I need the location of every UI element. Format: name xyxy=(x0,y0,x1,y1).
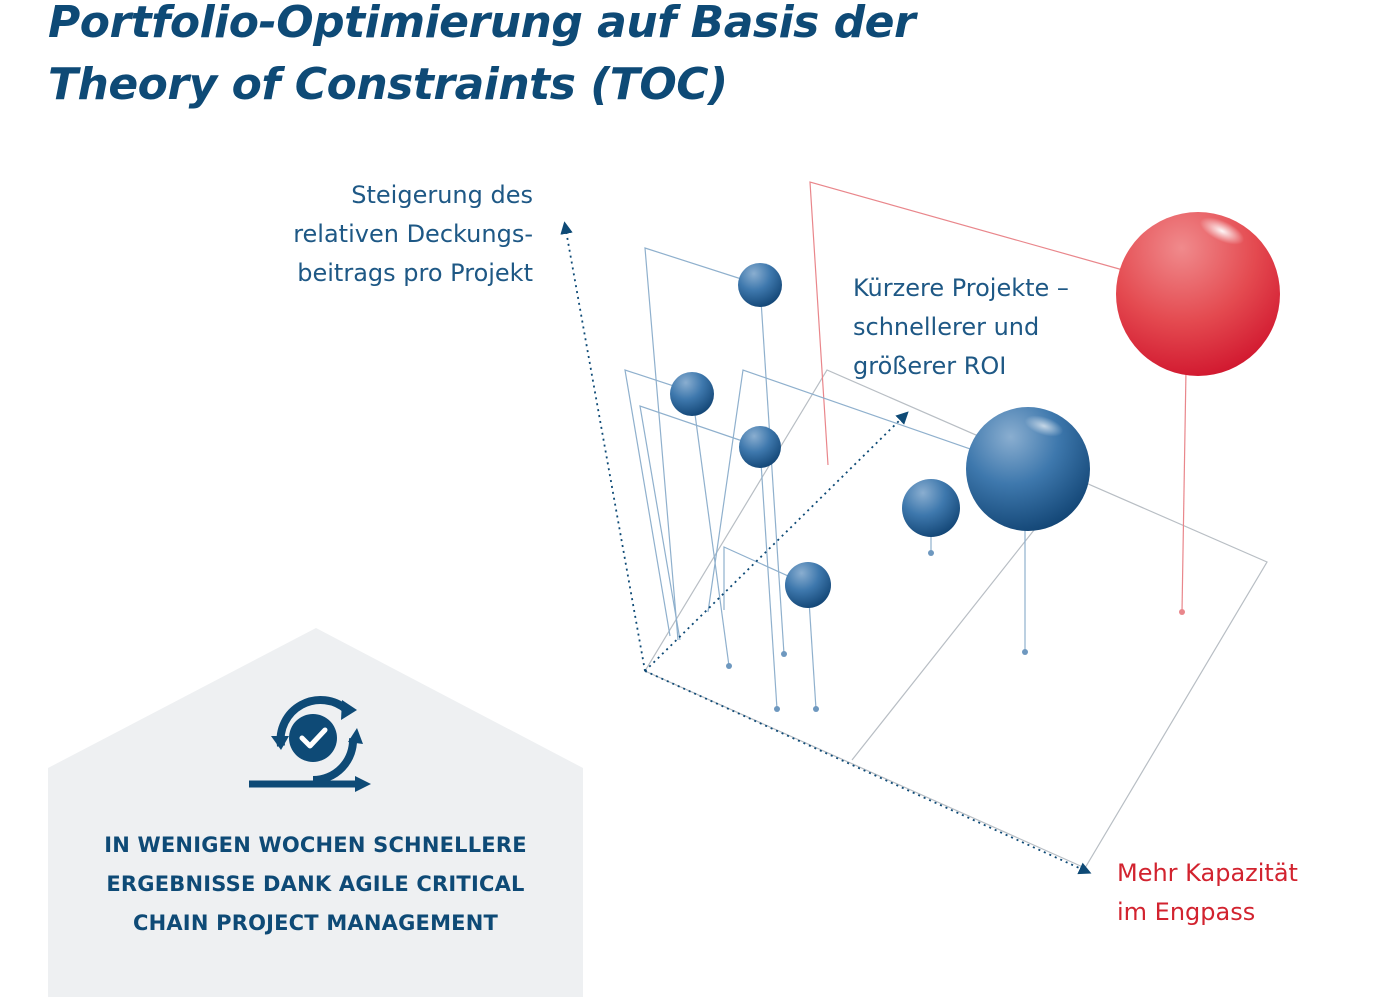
project-bubbles xyxy=(670,212,1280,608)
project-bubble xyxy=(670,372,714,416)
bubble-highlight xyxy=(1024,415,1064,437)
title-line-1: Portfolio-Optimierung auf Basis der xyxy=(48,0,916,48)
agile-cycle-check-icon xyxy=(249,696,371,792)
floor-gridline xyxy=(851,519,1043,761)
red-drop-line xyxy=(1181,369,1187,613)
y-axis-label: Steigerung des relativen Deckungs- beitr… xyxy=(293,181,533,287)
project-bubble xyxy=(738,263,782,307)
project-bubble xyxy=(902,479,960,537)
callout-text: IN WENIGEN WOCHEN SCHNELLERE ERGEBNISSE … xyxy=(104,833,527,935)
y-axis-arrow xyxy=(560,221,646,672)
page-title: Portfolio-Optimierung auf Basis der Theo… xyxy=(48,0,948,116)
red-floor-dot xyxy=(1179,609,1185,615)
project-bubble xyxy=(785,562,831,608)
x-axis-arrow xyxy=(644,670,1092,875)
blue-projection-lines xyxy=(624,247,1026,710)
project-bubble xyxy=(739,426,781,468)
floor-plane xyxy=(644,369,1268,869)
bubble-highlight xyxy=(1199,217,1245,245)
red-projection-wall xyxy=(809,181,1131,466)
bottleneck-bubble-red xyxy=(1116,212,1280,376)
z-axis-arrow xyxy=(644,411,909,672)
project-bubble-large xyxy=(966,407,1090,531)
x-axis-label: Mehr Kapazität im Engpass xyxy=(1117,859,1298,926)
title-line-2: Theory of Constraints (TOC) xyxy=(48,59,728,110)
floor-dots xyxy=(726,550,1028,712)
z-axis-label: Kürzere Projekte – schnellerer und größe… xyxy=(853,274,1069,380)
axis-arrows xyxy=(560,221,1092,875)
